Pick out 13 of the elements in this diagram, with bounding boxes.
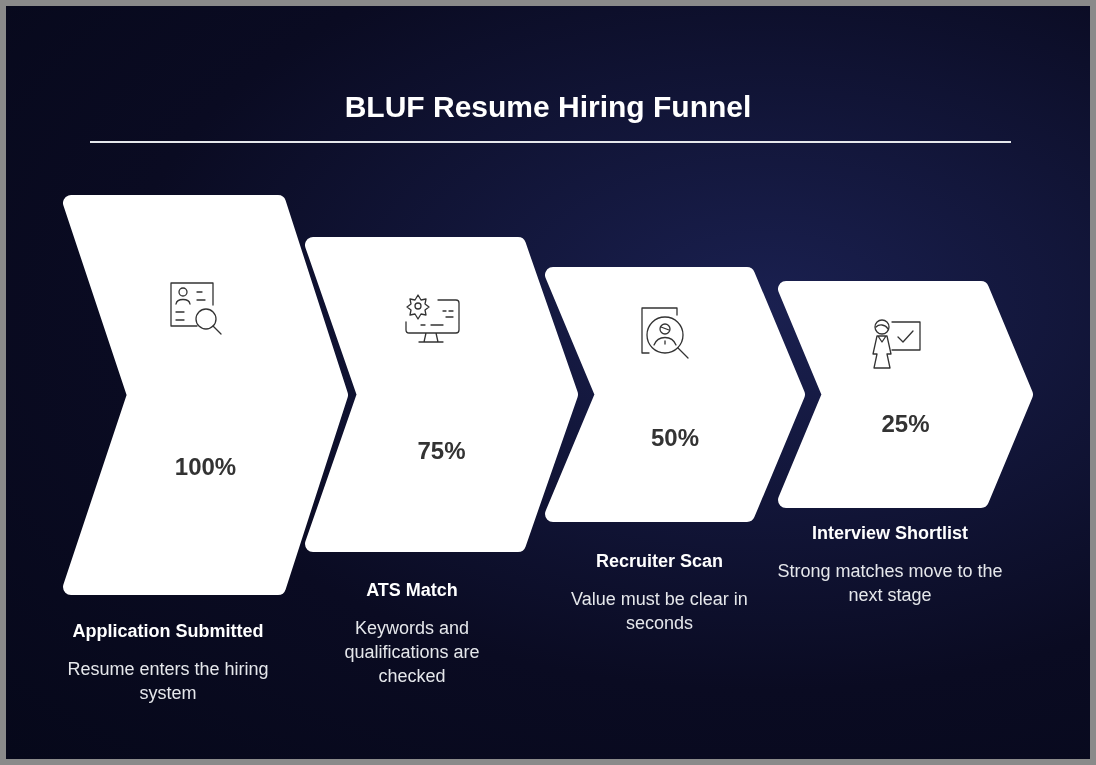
percentage-text: 75% (416, 436, 467, 466)
stage-heading: Application Submitted (72, 620, 264, 643)
stage-description: Strong matches move to the next stage (776, 560, 1004, 607)
stage-description: Keywords and qualifications are checked (343, 617, 481, 688)
percentage-text: 25% (880, 409, 931, 439)
stage-heading: ATS Match (366, 579, 458, 602)
stage-heading: Recruiter Scan (595, 550, 724, 573)
percentage-text: 50% (649, 423, 700, 453)
stage-heading: Interview Shortlist (811, 522, 968, 545)
percentage-text: 100% (173, 452, 238, 482)
stage-description: Resume enters the hiring system (66, 658, 270, 705)
stage-description: Value must be clear in seconds (570, 588, 749, 635)
title: BLUF Resume Hiring Funnel (343, 89, 753, 125)
